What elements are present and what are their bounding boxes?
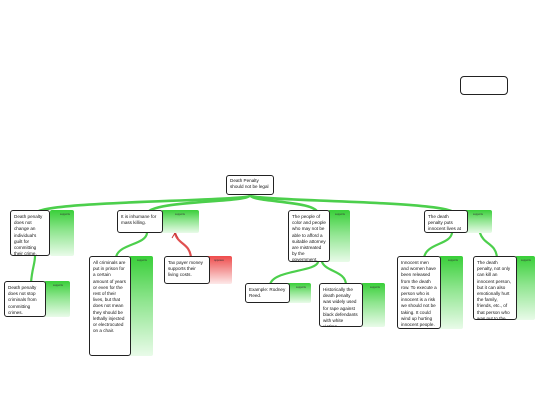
- evidence-tag: supports: [370, 286, 380, 289]
- evidence-text: Tax payer money supports their living co…: [164, 256, 210, 284]
- reason-tag: supports: [175, 213, 185, 216]
- evidence-node-1[interactable]: supports Death penalty does not stop cri…: [4, 281, 70, 317]
- evidence-text: Innocent men and women have been release…: [397, 256, 441, 329]
- evidence-text: Historically the death penalty was widel…: [319, 283, 363, 327]
- evidence-tag: supports: [53, 284, 63, 287]
- support-tab: [161, 210, 199, 233]
- support-tab: [44, 281, 70, 317]
- reason-node-1[interactable]: supports Death penalty does not change a…: [10, 210, 74, 256]
- link-reason-3-evidence-5: [320, 260, 348, 287]
- evidence-text: The death penalty, not only can kill an …: [473, 256, 517, 320]
- evidence-node-5[interactable]: supports Historically the death penalty …: [319, 283, 385, 327]
- evidence-tag: opposes: [214, 259, 224, 262]
- reason-tag: supports: [473, 213, 483, 216]
- support-tab: [328, 210, 350, 262]
- reason-tag: supports: [335, 213, 345, 216]
- evidence-node-2[interactable]: supports All criminals are put in prison…: [89, 256, 153, 356]
- evidence-tag: supports: [137, 259, 147, 262]
- support-tab: [361, 283, 385, 327]
- reason-text: The death penalty puts innocent lives at…: [424, 210, 468, 233]
- reason-tag: supports: [60, 213, 70, 216]
- link-reason-4-evidence-6: [422, 231, 454, 260]
- support-tab: [50, 210, 74, 256]
- evidence-text: All criminals are put in prison for a ce…: [89, 256, 131, 356]
- evidence-node-6[interactable]: supports Innocent men and women have bee…: [397, 256, 463, 329]
- support-tab: [515, 256, 535, 320]
- link-reason-4-evidence-7: [478, 231, 499, 260]
- reason-text: The people of color and people who may n…: [288, 210, 330, 262]
- link-reason-2-evidence-2: [114, 231, 149, 260]
- reason-node-3[interactable]: supports The people of color and people …: [288, 210, 350, 262]
- evidence-node-4[interactable]: supports Example: Rodney Reed.: [245, 283, 311, 303]
- support-tab: [464, 210, 492, 233]
- empty-node[interactable]: [460, 76, 508, 95]
- reason-text: Death penalty does not change an individ…: [10, 210, 50, 256]
- root-node[interactable]: Death Penalty should not be legal: [226, 175, 274, 195]
- root-text: Death Penalty should not be legal: [226, 175, 274, 195]
- reason-text: It is inhumane for mass killing.: [117, 210, 163, 233]
- support-tab: [129, 256, 153, 356]
- link-reason-3-evidence-4: [268, 260, 320, 287]
- evidence-node-3[interactable]: opposes Tax payer money supports their l…: [164, 256, 232, 284]
- evidence-text: Example: Rodney Reed.: [245, 283, 290, 303]
- oppose-tab: [206, 256, 232, 284]
- reason-node-4[interactable]: supports The death penalty puts innocent…: [424, 210, 492, 233]
- evidence-tag: supports: [296, 286, 306, 289]
- evidence-tag: supports: [448, 259, 458, 262]
- link-root-reason-4: [248, 193, 457, 216]
- evidence-node-7[interactable]: supports The death penalty, not only can…: [473, 256, 535, 320]
- evidence-tag: supports: [521, 259, 531, 262]
- reason-node-2[interactable]: supports It is inhumane for mass killing…: [117, 210, 199, 233]
- link-reason-1-evidence-1: [29, 254, 37, 285]
- support-tab: [439, 256, 463, 329]
- link-root-reason-2: [145, 193, 252, 216]
- evidence-text: Death penalty does not stop criminals fr…: [4, 281, 46, 317]
- support-tab: [287, 283, 311, 303]
- arrow-oppose: [171, 232, 179, 239]
